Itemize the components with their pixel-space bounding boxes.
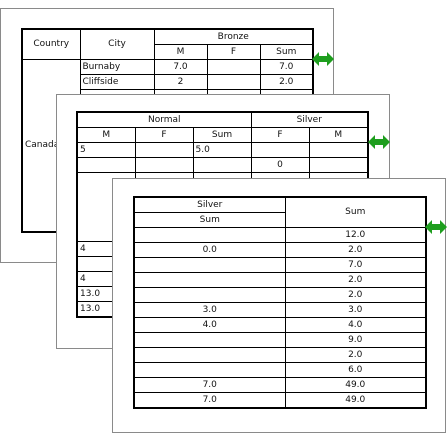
sum-cell <box>192 157 252 173</box>
sum-cell: 2.0 <box>284 287 427 303</box>
silver-sum-cell: 7.0 <box>133 377 286 393</box>
header-bronze: Bronze <box>153 28 314 45</box>
silver-sum-cell: 7.0 <box>133 392 286 409</box>
header-city: City <box>79 28 155 60</box>
m-cell: 2 <box>153 74 208 90</box>
m-cell: 7.0 <box>153 59 208 75</box>
silver-sum-cell: 4.0 <box>133 317 286 333</box>
sum-cell: 4.0 <box>284 317 427 333</box>
sum-cell: 2.0 <box>284 272 427 288</box>
silver-sum-cell: 0.0 <box>133 242 286 258</box>
header-normal: Normal <box>76 111 252 128</box>
f-cell <box>134 142 194 158</box>
header-sum: Sum <box>259 44 314 60</box>
m-cell <box>308 142 369 158</box>
sum-cell: 49.0 <box>284 377 427 393</box>
header-m: M <box>308 127 369 143</box>
m-cell <box>76 157 136 173</box>
header-sum: Sum <box>192 127 252 143</box>
header-silver: Silver <box>250 111 369 128</box>
sum-cell: 9.0 <box>284 332 427 348</box>
sum-cell: 2.0 <box>259 74 314 90</box>
header-silver: Silver <box>133 196 286 213</box>
header-m: M <box>76 127 136 143</box>
f-cell <box>206 74 261 90</box>
sum-cell: 2.0 <box>284 347 427 363</box>
sum-cell: 7.0 <box>259 59 314 75</box>
f-cell <box>250 142 310 158</box>
sum-cell: 6.0 <box>284 362 427 378</box>
sum-cell: 49.0 <box>284 392 427 409</box>
silver-sum-cell: 3.0 <box>133 302 286 318</box>
silver-sum-cell <box>133 272 286 288</box>
silver-sum-cell <box>133 362 286 378</box>
m-cell: 5 <box>76 142 136 158</box>
f-cell <box>206 59 261 75</box>
m-cell <box>308 157 369 173</box>
city-cell: Cliffside <box>79 74 155 90</box>
sum-cell: 12.0 <box>284 227 427 243</box>
silver-sum-cell <box>133 287 286 303</box>
city-cell: Burnaby <box>79 59 155 75</box>
silver-sum-cell <box>133 332 286 348</box>
silver-sum-cell <box>133 227 286 243</box>
header-f: F <box>206 44 261 60</box>
sum-cell: 3.0 <box>284 302 427 318</box>
header-silver-sum: Sum <box>133 212 286 228</box>
double-arrow-icon[interactable] <box>312 52 334 66</box>
header-f: F <box>250 127 310 143</box>
f-cell: 0 <box>250 157 310 173</box>
sum-cell: 2.0 <box>284 242 427 258</box>
silver-sum-cell <box>133 257 286 273</box>
f-cell <box>134 157 194 173</box>
header-m: M <box>153 44 208 60</box>
sum-cell: 5.0 <box>192 142 252 158</box>
silver-sum-cell <box>133 347 286 363</box>
header-country: Country <box>21 28 81 60</box>
header-sum: Sum <box>284 196 427 228</box>
double-arrow-icon[interactable] <box>368 135 390 149</box>
sum-cell: 7.0 <box>284 257 427 273</box>
header-f: F <box>134 127 194 143</box>
double-arrow-icon[interactable] <box>425 220 447 234</box>
